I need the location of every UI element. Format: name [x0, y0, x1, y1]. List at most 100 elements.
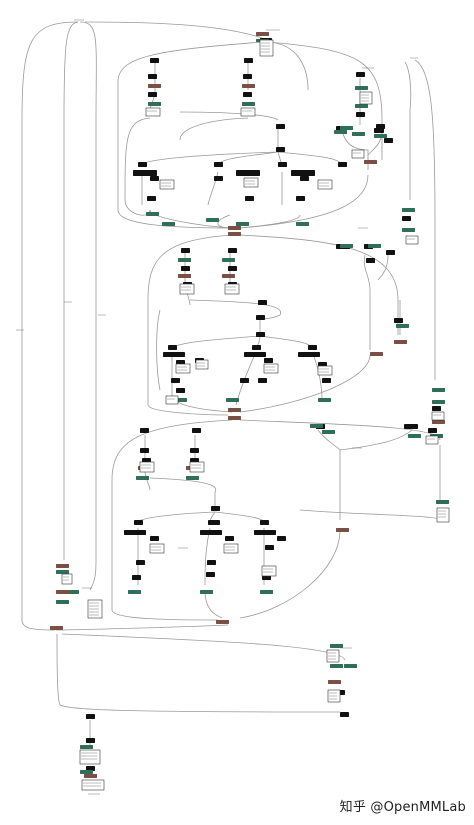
op-node — [340, 712, 349, 717]
add-node — [222, 274, 235, 278]
param-node — [260, 590, 273, 594]
op-node — [322, 378, 331, 383]
add-node — [84, 774, 97, 778]
tensor-box — [175, 363, 191, 374]
graph-edge — [339, 429, 413, 451]
add-node — [364, 160, 377, 164]
graph-edge — [214, 511, 265, 523]
op-node — [140, 428, 149, 433]
param-node — [402, 228, 415, 232]
graph-edge — [84, 21, 263, 39]
add-node — [394, 340, 407, 344]
graph-edge — [156, 309, 161, 391]
graph-edge — [204, 589, 223, 619]
param-node — [178, 258, 191, 262]
op-node — [366, 258, 375, 263]
op-node — [240, 378, 249, 383]
param-node — [352, 132, 365, 136]
op-node — [86, 766, 95, 771]
add-node — [228, 416, 241, 420]
add-node — [336, 528, 349, 532]
tensor-box — [224, 283, 240, 295]
graph-edge — [239, 529, 341, 619]
op-node — [264, 358, 273, 363]
add-node — [228, 226, 241, 230]
param-node — [396, 324, 409, 328]
graph-edge — [179, 111, 279, 121]
graph-edge — [79, 21, 97, 591]
op-node — [225, 536, 234, 541]
add-node — [56, 564, 69, 568]
graph-edge — [367, 129, 383, 156]
param-node — [330, 664, 343, 668]
tensor-box — [263, 363, 279, 374]
param-node — [334, 130, 347, 134]
op-node — [236, 170, 260, 176]
op-node — [278, 162, 287, 167]
param-node — [148, 102, 161, 106]
op-node — [181, 266, 190, 271]
op-node — [338, 162, 347, 167]
graph-edge — [299, 509, 441, 521]
op-node — [211, 506, 220, 511]
param-node — [162, 222, 175, 226]
op-node — [176, 388, 185, 393]
graph-edge — [124, 117, 151, 216]
graph-edge — [117, 41, 263, 229]
graph-edge — [207, 171, 219, 206]
op-node — [296, 196, 305, 201]
add-node — [56, 590, 69, 594]
op-node — [163, 352, 185, 357]
op-node — [356, 112, 365, 117]
op-node — [243, 74, 252, 79]
param-node — [344, 664, 357, 668]
tensor-box — [79, 749, 101, 765]
tensor-box — [195, 359, 209, 370]
param-node — [146, 212, 159, 216]
graph-edge — [239, 354, 371, 413]
op-node — [291, 170, 315, 176]
graph-edge — [377, 254, 389, 281]
param-node — [432, 388, 445, 392]
param-node — [432, 400, 445, 404]
op-node — [228, 266, 237, 271]
tensor-box — [317, 179, 333, 190]
param-node — [368, 244, 381, 248]
op-node — [150, 58, 159, 63]
tensor-box — [425, 435, 439, 445]
op-node — [192, 428, 201, 433]
param-node — [402, 208, 415, 212]
param-node — [206, 218, 219, 222]
tensor-box — [159, 179, 175, 190]
op-node — [252, 345, 261, 350]
op-node — [148, 74, 157, 79]
param-node — [318, 398, 331, 402]
op-node — [244, 352, 266, 357]
param-node — [408, 434, 421, 438]
op-node — [150, 536, 159, 541]
add-node — [228, 408, 241, 412]
add-node — [228, 232, 241, 236]
tensor-box — [240, 107, 256, 117]
graph-edge — [55, 624, 229, 631]
tensor-box — [81, 779, 105, 791]
op-node — [148, 92, 157, 97]
op-node — [244, 58, 253, 63]
graph-edge — [179, 117, 249, 141]
op-node — [402, 216, 411, 221]
op-node — [134, 520, 143, 525]
op-node — [260, 520, 269, 525]
param-node — [436, 500, 449, 504]
graph-edge — [259, 335, 313, 349]
add-node — [50, 626, 63, 630]
op-node — [243, 92, 252, 97]
add-node — [328, 680, 341, 684]
add-node — [148, 84, 161, 88]
graph-edge — [414, 59, 436, 380]
op-node — [207, 560, 216, 565]
graph-edge — [171, 352, 233, 413]
add-node — [432, 420, 445, 424]
graph-edge — [317, 429, 341, 520]
graph-edge — [267, 41, 309, 91]
